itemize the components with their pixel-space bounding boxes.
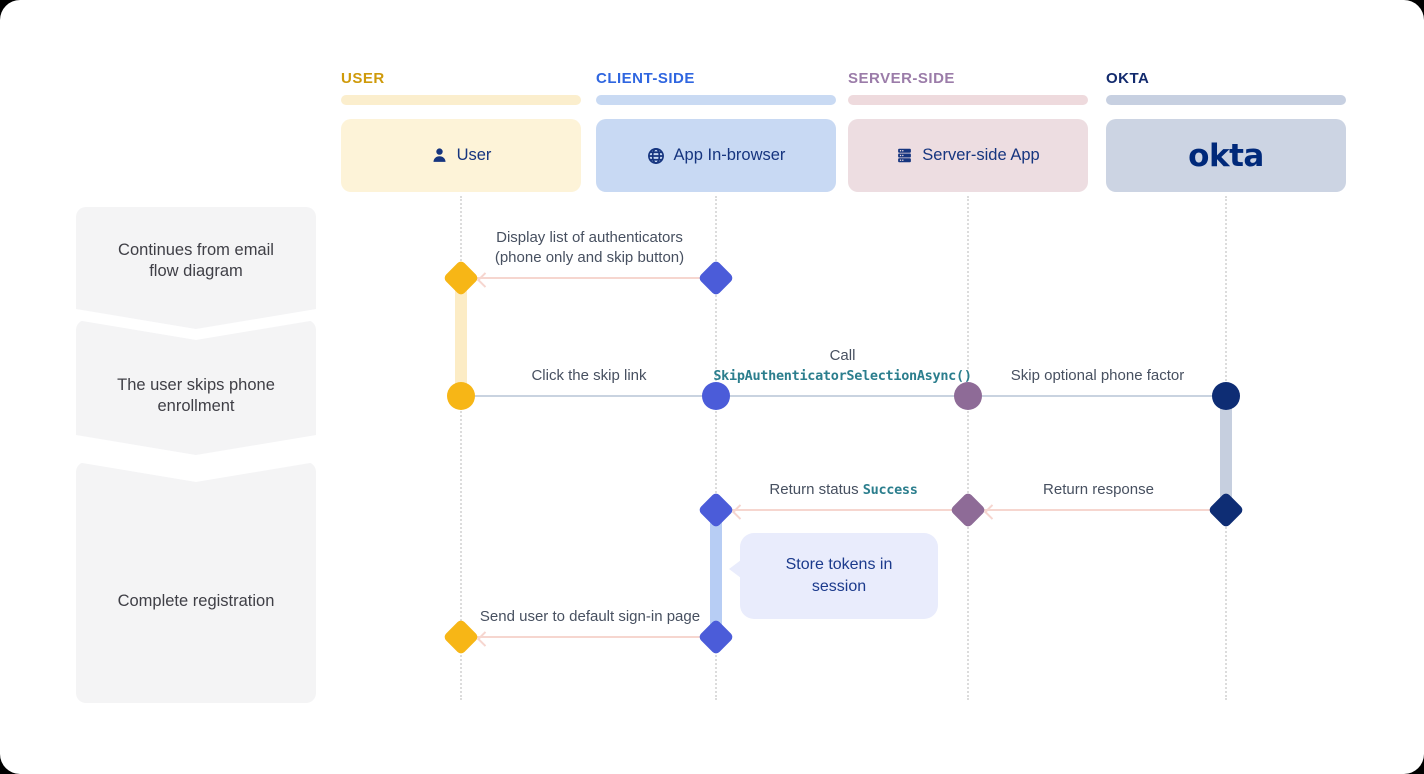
node-server-diamond [949,491,987,529]
server-icon [898,148,912,163]
node-server-circle [954,382,982,410]
message-label: Display list of authenticators (phone on… [494,229,685,266]
arrow-head-left-icon [984,503,1000,520]
lane-box-okta: okta [1106,119,1346,192]
lifeline-user [460,196,462,700]
okta-logo: okta [1188,137,1264,174]
note-store-tokens: Store tokens in session [729,533,938,619]
lane-bar-user [341,95,581,105]
arrow-line [475,395,703,397]
arrow-line [982,395,1213,397]
arrow-line [477,277,702,279]
node-client-diamond-3 [697,618,735,656]
message-label: Return response [1043,481,1154,498]
step-label-3: Complete registration [117,592,275,610]
lane-header-client: CLIENT-SIDE [596,70,695,87]
globe-icon [647,147,664,164]
arrow-line [984,509,1213,511]
node-okta-diamond [1207,491,1245,529]
message-label: Click the skip link [531,367,647,384]
arrow-head-left-icon [477,271,493,288]
message-label: Call SkipAuthenticatorSelectionAsync() [713,346,972,386]
lane-bar-okta [1106,95,1346,105]
activation-client [710,510,722,639]
lane-box-server: Server-side App [848,119,1088,192]
lane-header-server: SERVER-SIDE [848,70,955,87]
lifeline-server [967,196,969,700]
arrow-line [732,509,955,511]
message-label: Send user to default sign-in page [479,608,701,625]
lane-box-label-client: App In-browser [673,146,786,164]
message-label-text: Call [829,347,856,364]
activation-user [455,278,467,398]
user-icon [433,148,446,162]
arrow-line [730,395,955,397]
lane-box-label-user: User [456,146,492,164]
node-client-diamond-2 [697,491,735,529]
lane-header-user: USER [341,70,385,87]
arrow-head-left-icon [732,503,748,520]
lane-bar-client [596,95,836,105]
lane-box-client: App In-browser [596,119,836,192]
message-label: Return status Success [769,480,917,500]
note-text: Store tokens in session [785,556,893,595]
node-user-circle [447,382,475,410]
message-code: SkipAuthenticatorSelectionAsync() [713,368,972,384]
lane-box-label-server: Server-side App [922,146,1040,164]
message-code: Success [862,482,918,498]
note-tail-icon [729,560,741,578]
node-client-circle [702,382,730,410]
activation-okta [1220,396,1232,512]
arrow-head-left-icon [477,630,493,647]
lifeline-client [715,196,717,700]
arrow-line [477,636,703,638]
step-label-2: The user skips phone enrollment [117,375,275,415]
step-panel-2: The user skips phone enrollment [76,320,316,455]
node-user-diamond-2 [442,618,480,656]
step-label-1: Continues from email flow diagram [118,241,274,280]
step-panel-3: Complete registration [76,462,316,703]
message-label: Skip optional phone factor [1010,367,1185,384]
step-panel-1: Continues from email flow diagram [76,207,316,329]
lane-box-user: User [341,119,581,192]
lane-bar-server [848,95,1088,105]
lane-header-okta: OKTA [1106,70,1150,87]
node-okta-circle [1212,382,1240,410]
message-label-text: Return status [769,481,859,498]
